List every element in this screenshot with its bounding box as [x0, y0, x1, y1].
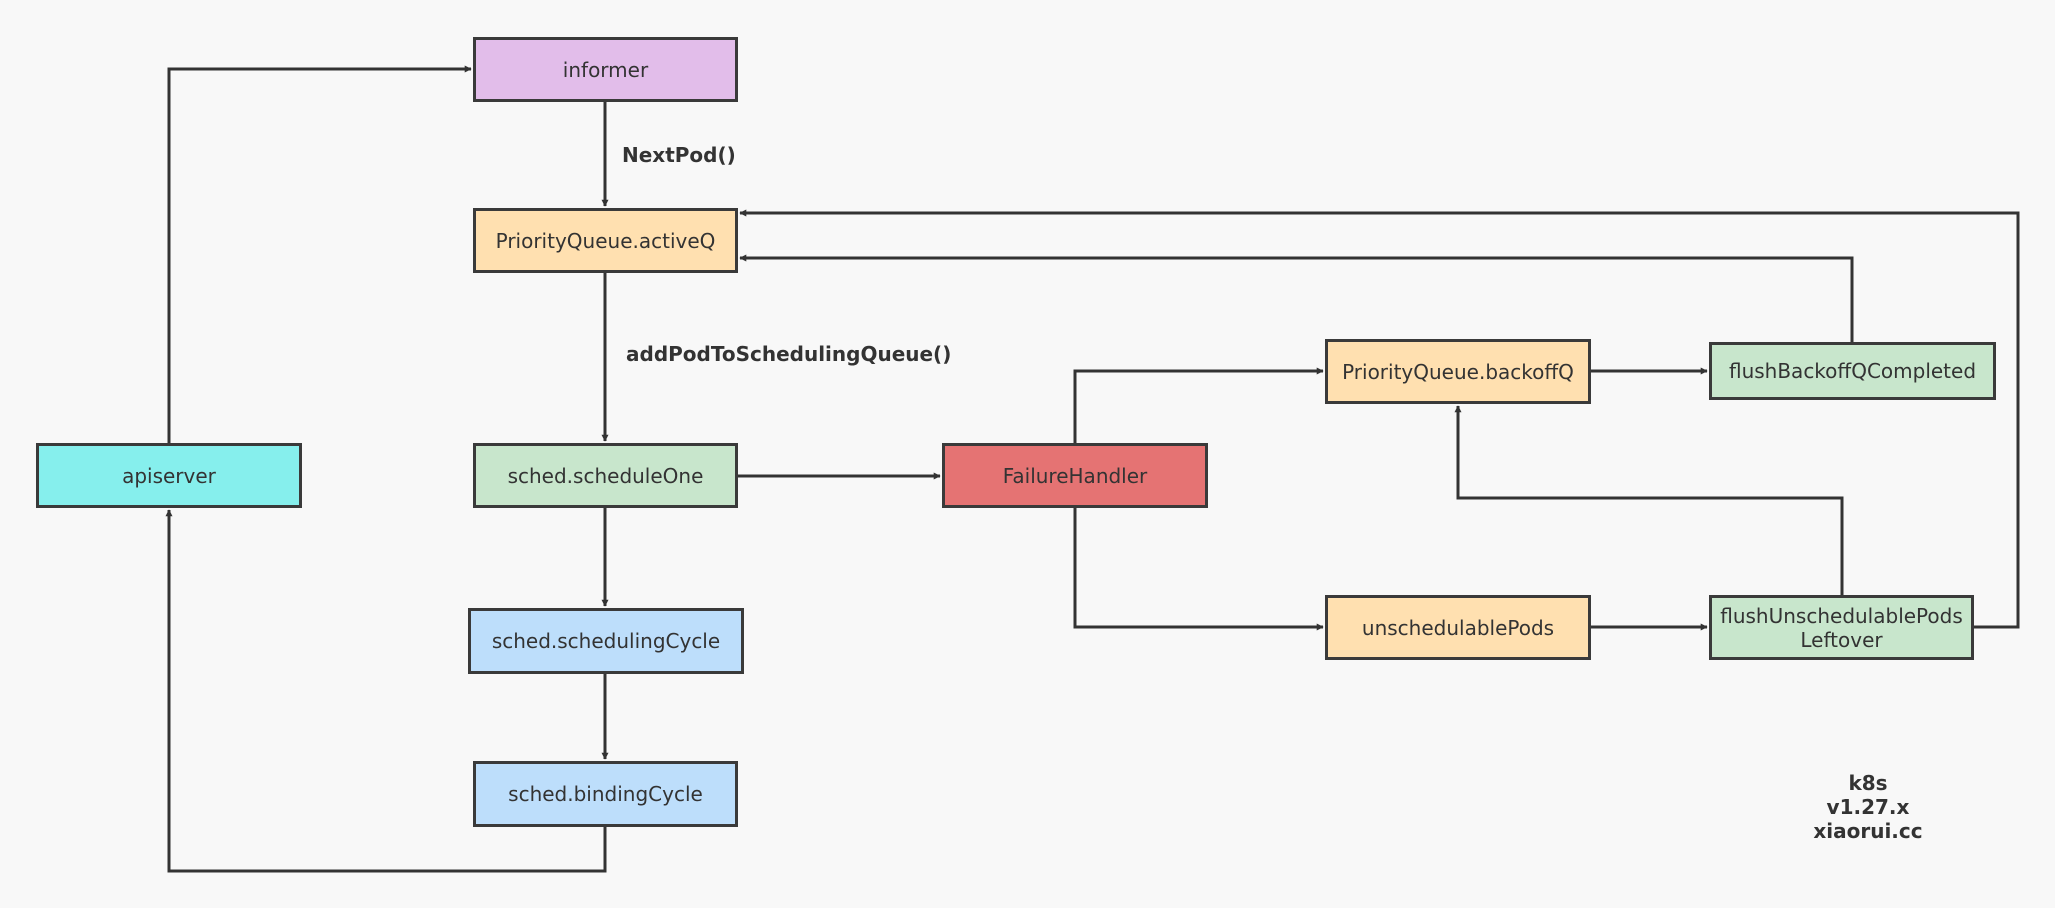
edge-failurehandler-unschedulablepods [1073, 508, 1324, 631]
priority-queue-backoffq-node: PriorityQueue.backoffQ [1325, 339, 1591, 404]
edge-label-nextpod: NextPod() [622, 143, 736, 167]
sched-bindingcycle-node: sched.bindingCycle [473, 761, 738, 827]
edge-flushunschedulable-activeq [739, 209, 2020, 629]
flush-unschedulable-pods-leftover-node: flushUnschedulablePods Leftover [1709, 595, 1974, 660]
edge-label-addpodtoschedulingqueue: addPodToSchedulingQueue() [626, 342, 952, 366]
sched-schedulingcycle-node: sched.schedulingCycle [468, 608, 744, 674]
sched-scheduleone-node: sched.scheduleOne [473, 443, 738, 508]
edge-failurehandler-backoffq [1073, 367, 1324, 443]
flush-unschedulable-label-line1: flushUnschedulablePods [1720, 603, 1963, 628]
priority-queue-activeq-node: PriorityQueue.activeQ [473, 208, 738, 273]
edge-flushbackoff-activeq [739, 254, 1854, 342]
informer-node: informer [473, 37, 738, 102]
watermark-version: k8s v1.27.x [1826, 771, 1910, 819]
watermark: k8s v1.27.x xiaorui.cc [1808, 771, 1928, 843]
watermark-site: xiaorui.cc [1813, 819, 1923, 843]
edge-apiserver-informer [167, 65, 472, 443]
flush-unschedulable-label-line2: Leftover [1800, 627, 1883, 652]
apiserver-node: apiserver [36, 443, 302, 508]
edge-flushunschedulable-backoffq [1454, 405, 1844, 595]
unschedulable-pods-node: unschedulablePods [1325, 595, 1591, 660]
failure-handler-node: FailureHandler [942, 443, 1208, 508]
edge-bindingcycle-apiserver [165, 509, 607, 873]
flush-backoffq-completed-node: flushBackoffQCompleted [1709, 342, 1996, 400]
